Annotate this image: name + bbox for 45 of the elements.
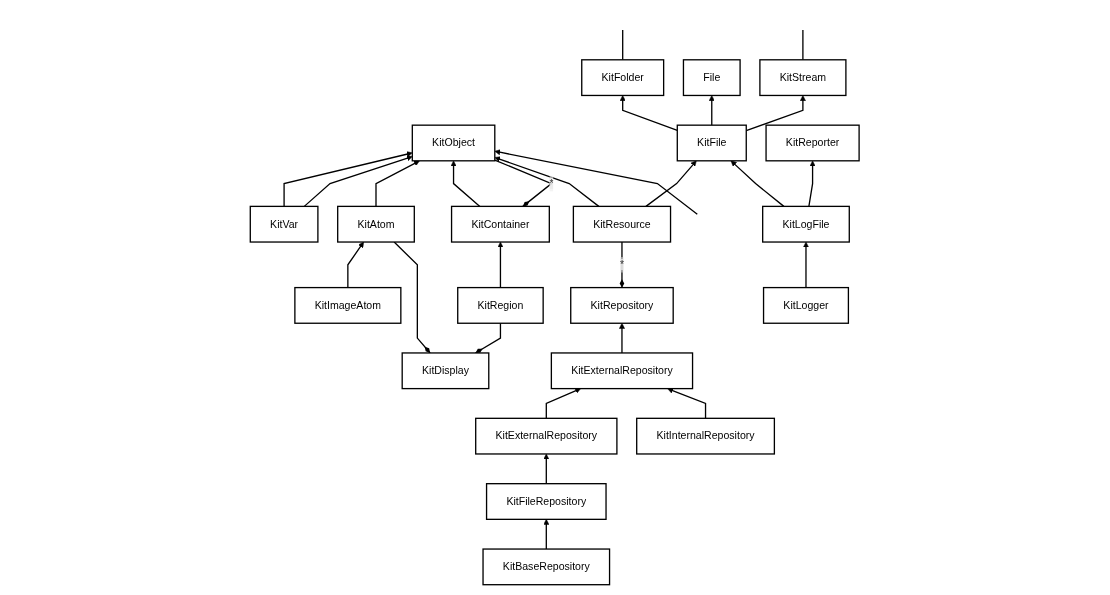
arrow <box>645 160 697 208</box>
arrow <box>283 151 413 208</box>
node-box: KitExternalRepository <box>475 417 618 455</box>
arrow <box>497 241 504 289</box>
arrow <box>667 387 707 419</box>
edge-label: * <box>549 177 554 189</box>
connector <box>802 29 804 61</box>
node-box: KitReporter <box>765 124 861 162</box>
node-box: KitLogger <box>763 286 850 324</box>
node-box: KitContainer <box>451 205 551 243</box>
arrow <box>709 95 715 126</box>
node-box: KitExternalRepository <box>551 352 694 390</box>
arrow <box>375 160 421 208</box>
node-box: KitObject <box>411 124 496 162</box>
arrow <box>494 149 699 215</box>
arrow <box>543 519 550 550</box>
connector <box>393 241 432 354</box>
arrow <box>808 160 816 208</box>
arrow <box>450 160 481 208</box>
arrow <box>545 388 582 419</box>
arrow <box>347 241 365 289</box>
node-box: KitInternalRepository <box>636 417 776 455</box>
node-box: KitBaseRepository <box>482 548 611 586</box>
node-box: KitAtom <box>337 205 416 243</box>
node-box: KitImageAtom <box>294 286 402 324</box>
arrow <box>619 323 626 354</box>
edge-label: * <box>620 258 625 271</box>
connector <box>475 322 502 354</box>
node-box: KitDisplay <box>401 352 490 390</box>
node-box: KitFolder <box>581 59 665 97</box>
arrow <box>731 160 785 208</box>
node-box: KitFileRepository <box>486 483 607 520</box>
node-box: KitRegion <box>457 286 545 324</box>
arrow <box>303 155 413 208</box>
node-box: KitRepository <box>570 286 675 324</box>
connector <box>622 29 624 61</box>
node-box: File <box>683 59 742 97</box>
node-box: KitLogFile <box>762 205 851 243</box>
node-box: KitResource <box>573 205 672 243</box>
node-box: KitVar <box>249 205 319 243</box>
arrow <box>803 241 810 289</box>
arrow <box>543 453 550 485</box>
node-box: KitFile <box>676 124 748 162</box>
arrow <box>494 156 600 208</box>
node-box: KitStream <box>759 59 847 97</box>
